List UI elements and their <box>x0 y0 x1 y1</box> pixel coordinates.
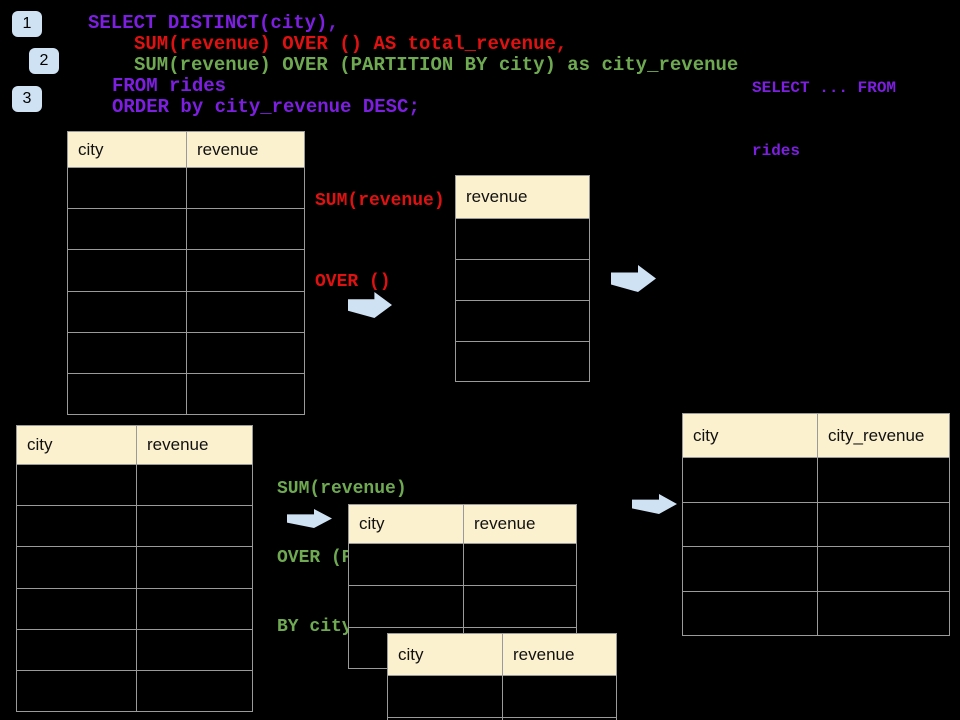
table-cell <box>68 373 187 414</box>
column-header-revenue: revenue <box>466 187 528 206</box>
table-source-bottom: city revenue <box>16 425 253 712</box>
table-row <box>17 465 252 507</box>
table-cell <box>683 502 818 547</box>
table-row <box>68 250 304 292</box>
table-header-row: city revenue <box>17 426 252 465</box>
annotation-line: SUM(revenue) <box>277 479 407 499</box>
table-cell <box>683 547 818 592</box>
table-row <box>17 588 252 630</box>
table-cell <box>68 168 187 209</box>
table-row <box>17 670 252 711</box>
table-cell <box>349 586 464 627</box>
table-row <box>388 676 616 718</box>
table-row <box>456 301 589 342</box>
table-body <box>683 458 949 635</box>
table-total-revenue-result: revenue <box>455 175 590 382</box>
side-note: SELECT ... FROM rides <box>752 36 896 204</box>
table-cell <box>683 458 818 502</box>
table-header-row: city revenue <box>388 634 616 676</box>
table-cell <box>68 332 187 373</box>
table-row <box>683 502 949 548</box>
table-body <box>17 465 252 711</box>
table-row <box>349 544 576 586</box>
column-header-city: city <box>68 132 187 167</box>
sql-line-order: ORDER by city_revenue DESC; <box>112 96 420 118</box>
column-header-city: city <box>349 505 464 543</box>
table-row <box>349 586 576 628</box>
annotation-line: OVER () <box>315 272 391 292</box>
side-note-line-1: SELECT ... FROM <box>752 79 897 97</box>
table-header-row: city revenue <box>349 505 576 544</box>
table-row <box>68 291 304 333</box>
sql-line-from: FROM rides <box>112 75 227 97</box>
table-row <box>683 547 949 593</box>
table-row <box>388 718 616 720</box>
sql-line-total: SUM(revenue) OVER () AS total_revenue, <box>134 33 568 55</box>
column-header-city: city <box>388 634 503 675</box>
table-row <box>68 209 304 251</box>
sql-line-partition: SUM(revenue) OVER (PARTITION BY city) as… <box>134 54 739 76</box>
column-header-revenue: revenue <box>513 644 575 664</box>
table-cell <box>17 547 137 588</box>
annotation-line: SUM(revenue) <box>315 191 445 211</box>
column-header-revenue: revenue <box>147 435 209 454</box>
table-cell <box>388 676 503 717</box>
step-badge-3: 3 <box>12 86 42 112</box>
annotation-total-revenue: SUM(revenue) OVER () <box>315 134 445 350</box>
column-header-city: city <box>683 414 818 457</box>
arrow-right-icon <box>632 494 677 514</box>
arrow-right-icon <box>611 265 656 292</box>
table-cell <box>683 592 818 635</box>
table-source-top: city revenue <box>67 131 305 415</box>
table-row <box>68 168 304 210</box>
table-row <box>456 260 589 301</box>
step-badge-2: 2 <box>29 48 59 74</box>
table-row <box>17 547 252 589</box>
table-cell <box>17 506 137 547</box>
table-row <box>68 373 304 414</box>
table-header-row: revenue <box>456 176 589 219</box>
table-row <box>456 342 589 381</box>
table-row <box>683 458 949 503</box>
table-cell <box>17 588 137 629</box>
side-note-line-2: rides <box>752 142 801 160</box>
table-row <box>17 629 252 671</box>
table-cell <box>17 465 137 506</box>
table-body <box>68 168 304 414</box>
table-row <box>17 506 252 548</box>
table-cell <box>17 670 137 711</box>
column-header-city-revenue: city_revenue <box>828 425 925 445</box>
table-header-row: city revenue <box>68 132 304 168</box>
table-cell <box>68 209 187 250</box>
table-row <box>456 219 589 260</box>
step-badge-1: 1 <box>12 11 42 37</box>
column-header-revenue: revenue <box>474 514 536 533</box>
table-city-revenue-result: city city_revenue <box>682 413 950 636</box>
sql-line-select: SELECT DISTINCT(city), <box>88 12 339 34</box>
table-header-row: city city_revenue <box>683 414 949 458</box>
table-cell <box>349 544 464 585</box>
table-cell <box>68 291 187 332</box>
table-row <box>683 592 949 635</box>
column-header-city: city <box>17 426 137 464</box>
table-row <box>68 332 304 374</box>
table-cell <box>388 718 503 720</box>
table-cell <box>17 629 137 670</box>
table-body <box>456 219 589 381</box>
table-cell <box>68 250 187 291</box>
table-body <box>388 676 616 720</box>
table-partition-front: city revenue <box>387 633 617 720</box>
column-header-revenue: revenue <box>197 139 259 159</box>
